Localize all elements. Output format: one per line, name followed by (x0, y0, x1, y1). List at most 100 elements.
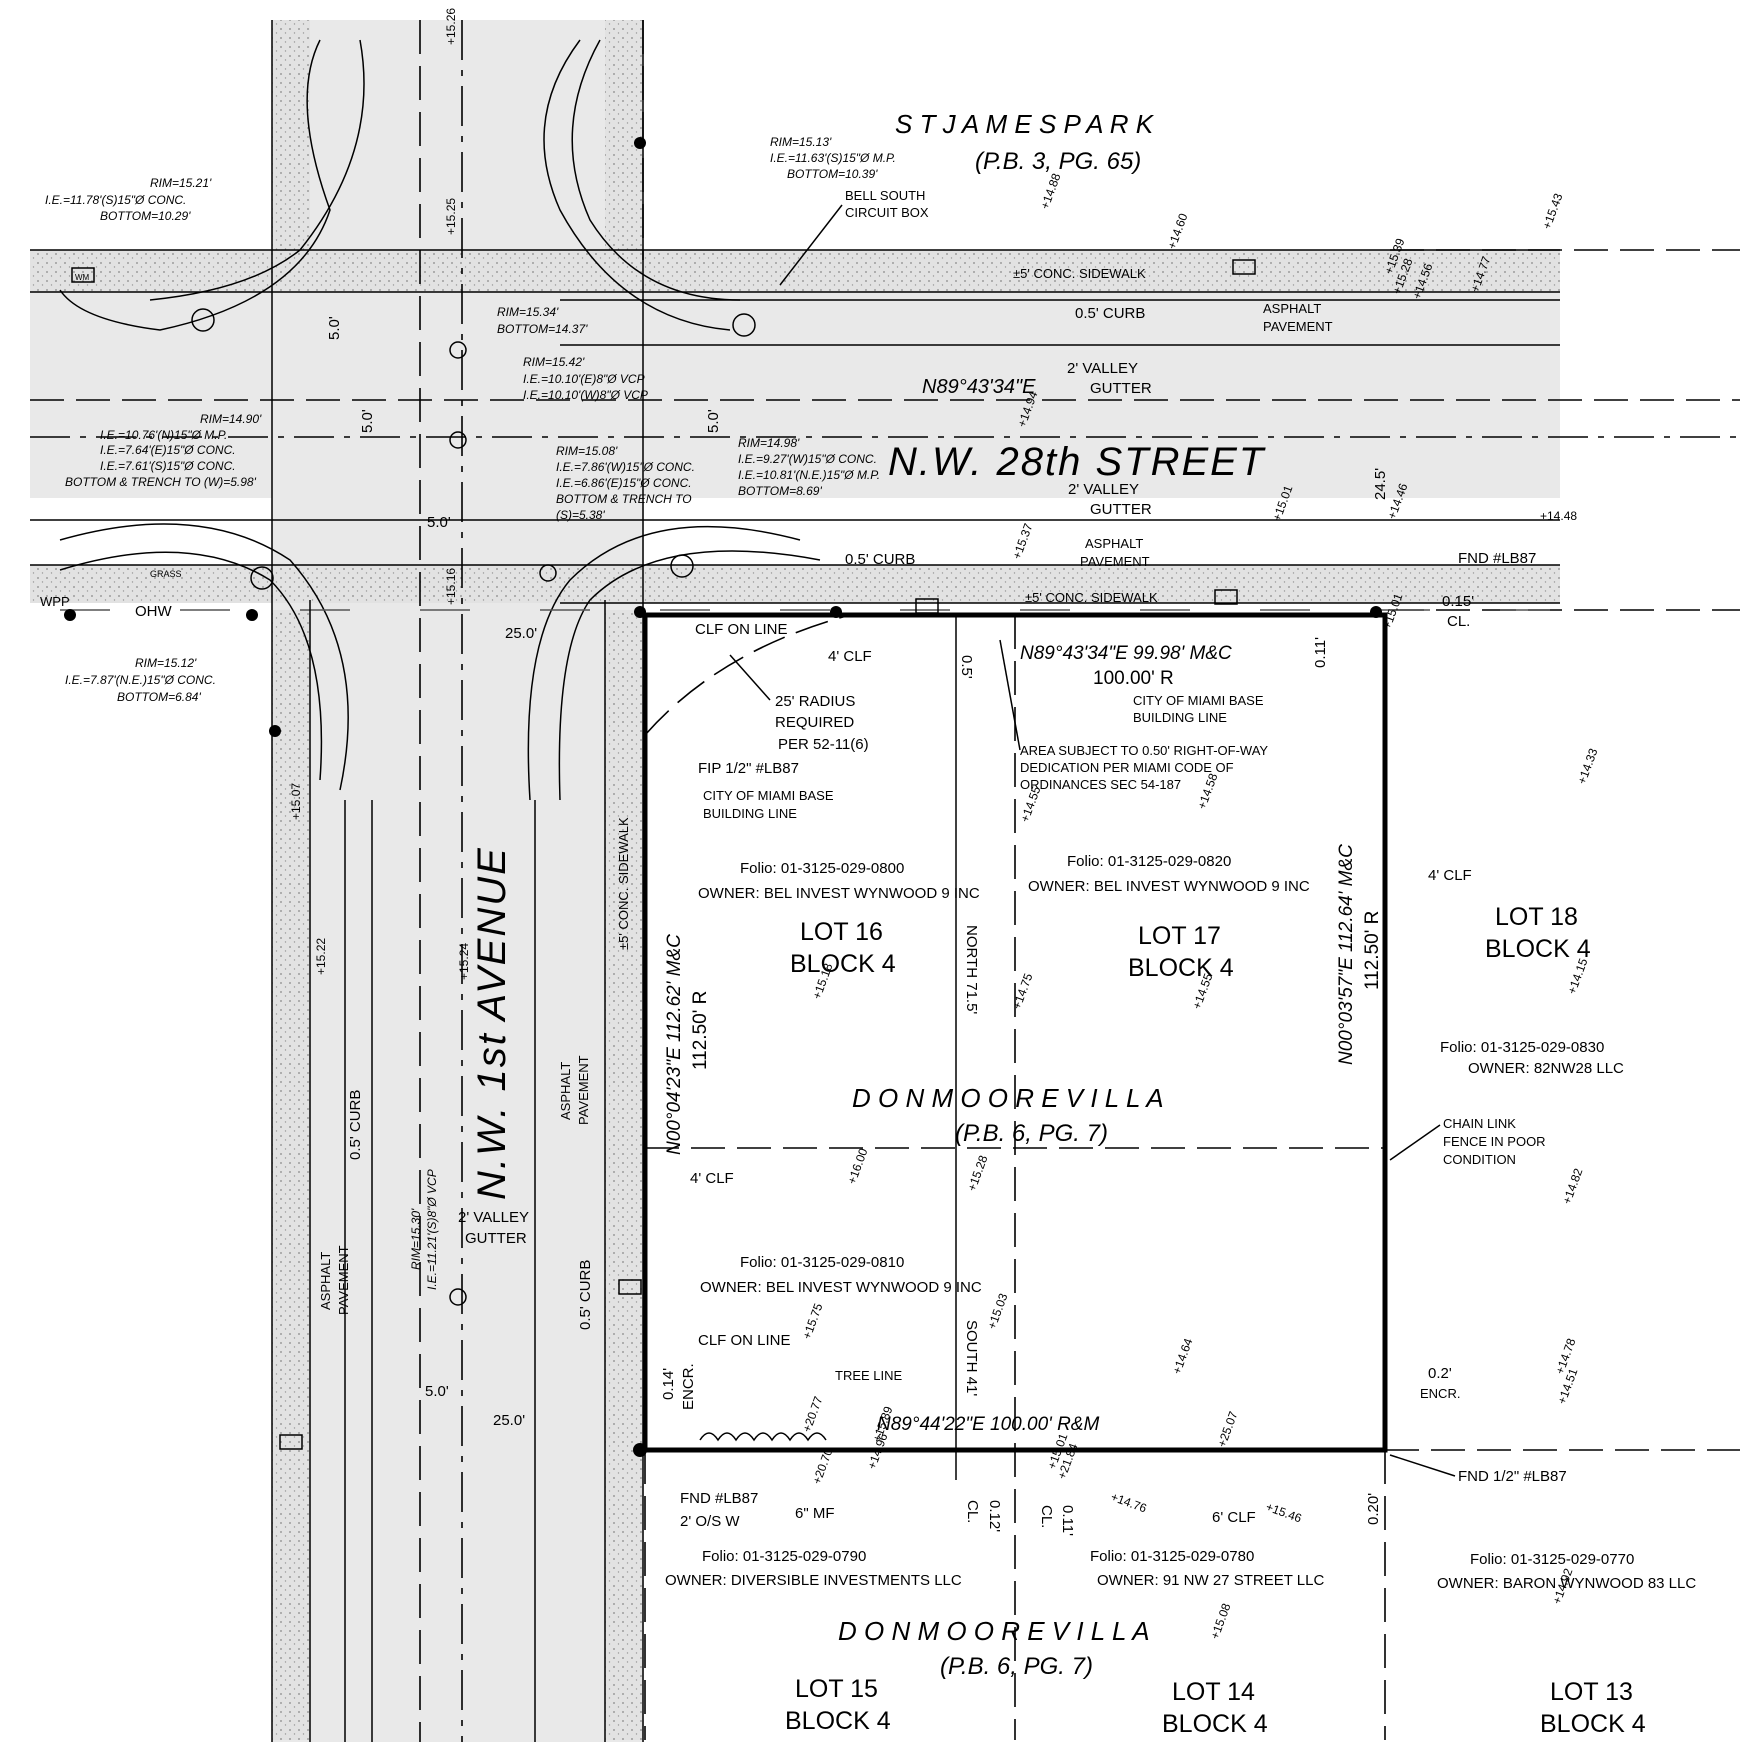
spot-elevation-value: +15.24 (457, 943, 471, 980)
east-bearing: N00°03'57"E 112.64' M&C (1336, 844, 1357, 1065)
folio-0780: Folio: 01-3125-029-0780 (1090, 1548, 1254, 1565)
note-valley-south-1: 2' VALLEY (1068, 481, 1139, 498)
spot-elevation-value: +15.28 (965, 1153, 991, 1193)
folio-0830: Folio: 01-3125-029-0830 (1440, 1039, 1604, 1056)
road-surfaces (30, 20, 1560, 1742)
note-asphalt-south-2: PAVEMENT (1080, 554, 1150, 569)
note-building-line-north-1: CITY OF MIAMI BASE (1133, 693, 1264, 708)
owner-0780: OWNER: 91 NW 27 STREET LLC (1097, 1572, 1324, 1589)
east-record: 112.50' R (1362, 911, 1383, 990)
spot-elevation: +20.77 (800, 1394, 826, 1434)
dim-5-0-b: 5.0' (425, 1383, 449, 1400)
owner-0790: OWNER: DIVERSIBLE INVESTMENTS LLC (665, 1572, 962, 1589)
owner-0800: OWNER: BEL INVEST WYNWOOD 9 INC (698, 885, 980, 902)
spot-elevation: +15.26 (444, 8, 458, 45)
lot-16: LOT 16 (800, 918, 883, 946)
spot-elevation-value: +15.75 (800, 1301, 826, 1341)
note-curb-north: 0.5' CURB (1075, 305, 1145, 322)
structure-7-l4: BOTTOM=8.69' (738, 484, 822, 498)
note-25-radius: 25' RADIUS (775, 693, 855, 710)
spot-elevation-value: +25.07 (1215, 1409, 1241, 1449)
spot-elevation: +14.76 (1109, 1490, 1149, 1516)
bearing-labels: N89°43'34"E 99.98' M&C 100.00' R N89°44'… (664, 376, 1383, 1435)
spot-elevation: +15.28 (965, 1153, 991, 1193)
spot-elevation: +15.37 (1010, 521, 1036, 561)
lot-18-block: BLOCK 4 (1485, 935, 1591, 963)
note-curb-west: 0.5' CURB (347, 1090, 364, 1160)
south-41: SOUTH 41' (963, 1320, 980, 1396)
spot-elevation-value: +14.60 (1165, 211, 1191, 251)
note-encr-label: ENCR. (1420, 1386, 1460, 1401)
spot-elevation: +15.07 (289, 783, 303, 820)
utility-points (64, 137, 1382, 1457)
note-curb-east: 0.5' CURB (577, 1260, 594, 1330)
folio-0820: Folio: 01-3125-029-0820 (1067, 853, 1231, 870)
note-bell-south-2: CIRCUIT BOX (845, 205, 929, 220)
folio-labels: Folio: 01-3125-029-0800 OWNER: BEL INVES… (665, 853, 1696, 1592)
dim-0-11-south: 0.11' (1059, 1505, 1076, 1536)
tree-line (699, 1432, 827, 1442)
structure-5-l5: BOTTOM & TRENCH TO (W)=5.98' (65, 475, 257, 489)
spot-elevation-value: +14.48 (1540, 509, 1577, 523)
note-fnd-se: FND 1/2" #LB87 (1458, 1468, 1567, 1485)
note-building-line-west-2: BUILDING LINE (703, 806, 797, 821)
spot-elevation-value: +15.25 (444, 198, 458, 235)
folio-0800: Folio: 01-3125-029-0800 (740, 860, 904, 877)
note-4-clf-west: 4' CLF (690, 1170, 734, 1187)
spot-elevation-value: +15.26 (444, 8, 458, 45)
donmoore-villa-south-ref: (P.B. 6, PG. 7) (940, 1653, 1093, 1680)
spot-elevation-value: +15.37 (1010, 521, 1036, 561)
dim-25-0-bottom: 25.0' (493, 1412, 525, 1429)
structure-6-l4: BOTTOM & TRENCH TO (556, 492, 692, 506)
east-sidewalk-south (605, 610, 643, 1740)
note-valley-south-2: GUTTER (1090, 501, 1152, 518)
structure-8-l3: BOTTOM=6.84' (117, 690, 201, 704)
lot-13-block: BLOCK 4 (1540, 1710, 1646, 1738)
note-4-clf-north: 4' CLF (828, 648, 872, 665)
spot-elevation: +15.08 (1208, 1601, 1234, 1641)
spot-elevation: +14.48 (1540, 509, 1577, 523)
spot-elevation: +15.24 (457, 943, 471, 980)
spot-elevation: +14.75 (1010, 971, 1036, 1011)
spot-elevation-value: +15.16 (444, 568, 458, 605)
spot-elevation-value: +14.82 (1560, 1166, 1586, 1206)
folio-0790: Folio: 01-3125-029-0790 (702, 1548, 866, 1565)
nw-1st-avenue-pavement (272, 20, 644, 1742)
owner-0770: OWNER: BARON WYNWOOD 83 LLC (1437, 1575, 1696, 1592)
note-clf-on-line-top: CLF ON LINE (695, 621, 788, 638)
lot-14: LOT 14 (1172, 1678, 1255, 1706)
note-encr-02: 0.2' (1428, 1365, 1452, 1382)
note-cl-a: CL. (964, 1500, 981, 1523)
spot-elevation: +25.07 (1215, 1409, 1241, 1449)
note-area-1: AREA SUBJECT TO 0.50' RIGHT-OF-WAY (1020, 743, 1268, 758)
dim-25-0-top: 25.0' (505, 625, 537, 642)
nw-28th-street-label: N.W. 28th STREET (888, 440, 1266, 484)
spot-elevation: +14.60 (1165, 211, 1191, 251)
note-asphalt-north-1: ASPHALT (1263, 301, 1321, 316)
structure-9-l1: RIM=15.30' (409, 1208, 423, 1270)
note-6-mf: 6" MF (795, 1505, 835, 1522)
structure-4-l2: I.E.=11.63'(S)15"Ø M.P. (770, 151, 896, 165)
note-cl-label: CL. (1447, 613, 1470, 630)
note-asphalt-north-2: PAVEMENT (1263, 319, 1333, 334)
note-asphalt-east-1: ASPHALT (558, 1062, 573, 1120)
structure-2-l2: BOTTOM=14.37' (497, 322, 588, 336)
spot-elevation: +16.00 (845, 1146, 871, 1186)
note-fnd-ne: FND #LB87 (1458, 550, 1536, 567)
st-james-park-ref: (P.B. 3, PG. 65) (975, 148, 1141, 175)
callout-notes: CLF ON LINE 25' RADIUS REQUIRED PER 52-1… (40, 188, 1567, 1536)
spot-elevation: +15.03 (985, 1291, 1011, 1331)
note-chain-1: CHAIN LINK (1443, 1116, 1516, 1131)
spot-elevation: +14.88 (1038, 171, 1064, 211)
structure-4-l3: BOTTOM=10.39' (787, 167, 878, 181)
note-asphalt-west-2: PAVEMENT (336, 1245, 351, 1315)
note-sidewalk-west: ±5' CONC. SIDEWALK (616, 817, 631, 950)
st-james-park-title: S T J A M E S P A R K (895, 109, 1155, 139)
dim-0-11-north: 0.11' (1312, 637, 1329, 668)
spot-elevation-value: +15.03 (985, 1291, 1011, 1331)
note-chain-3: CONDITION (1443, 1152, 1516, 1167)
note-fip: FIP 1/2" #LB87 (698, 760, 799, 777)
north-sidewalk (30, 250, 1560, 292)
lot-13: LOT 13 (1550, 1678, 1633, 1706)
owner-0820: OWNER: BEL INVEST WYNWOOD 9 INC (1028, 878, 1310, 895)
